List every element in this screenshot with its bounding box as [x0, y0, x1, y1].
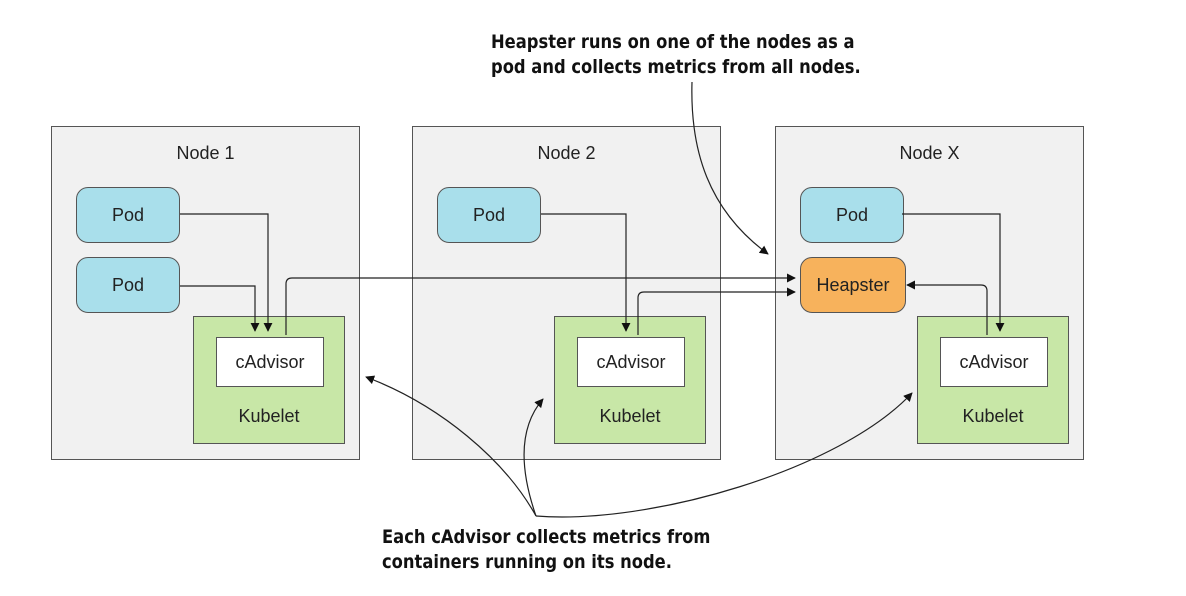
node-2-kubelet: cAdvisor Kubelet [554, 316, 706, 444]
node-x: Node X Pod Heapster cAdvisor Kubelet [775, 126, 1084, 460]
node-2-pod-to-cadvisor-arrow [541, 213, 631, 332]
node-2-pod-1: Pod [437, 187, 541, 243]
node-2-cadvisor: cAdvisor [577, 337, 685, 387]
cadvisor-callout-pointer-node-2 [523, 398, 544, 517]
node-2: Node 2 Pod cAdvisor Kubelet [412, 126, 721, 460]
node-1: Node 1 Pod Pod cAdvisor Kubelet [51, 126, 360, 460]
heapster-callout-pointer [691, 81, 769, 255]
cadvisor-callout-line-1: Each cAdvisor collects metrics from [382, 526, 711, 548]
cadvisor-callout: Each cAdvisor collects metrics from cont… [382, 525, 710, 575]
cadvisor-callout-pointer-node-1 [365, 375, 537, 517]
node-x-kubelet: cAdvisor Kubelet [917, 316, 1069, 444]
node-1-cadvisor: cAdvisor [216, 337, 324, 387]
node-1-title: Node 1 [176, 143, 235, 163]
node-2-title: Node 2 [537, 143, 596, 163]
node-2-cadvisor-to-heapster-arrow [637, 287, 796, 335]
cadvisor-callout-pointer-node-x [535, 392, 913, 518]
node-2-kubelet-label: Kubelet [599, 406, 661, 426]
heapster-callout: Heapster runs on one of the nodes as a p… [491, 30, 861, 80]
heapster-callout-line-1: Heapster runs on one of the nodes as a [491, 31, 855, 53]
node-x-cadvisor: cAdvisor [940, 337, 1048, 387]
node-1-pod-1-to-cadvisor-arrow [180, 213, 273, 332]
heapster-callout-line-2: pod and collects metrics from all nodes. [491, 56, 861, 78]
node-1-pod-2-to-cadvisor-arrow [180, 285, 260, 332]
node-1-pod-1: Pod [76, 187, 180, 243]
node-1-cadvisor-to-heapster-arrow [285, 273, 796, 335]
node-x-kubelet-label: Kubelet [962, 406, 1024, 426]
heapster-pod: Heapster [800, 257, 906, 313]
node-x-pod-to-cadvisor-arrow [902, 213, 1005, 332]
node-x-cadvisor-to-heapster-arrow [906, 280, 988, 335]
node-x-title: Node X [899, 143, 960, 163]
node-x-pod-1: Pod [800, 187, 904, 243]
node-1-pod-2: Pod [76, 257, 180, 313]
node-1-kubelet: cAdvisor Kubelet [193, 316, 345, 444]
node-1-kubelet-label: Kubelet [238, 406, 300, 426]
cadvisor-callout-line-2: containers running on its node. [382, 551, 672, 573]
